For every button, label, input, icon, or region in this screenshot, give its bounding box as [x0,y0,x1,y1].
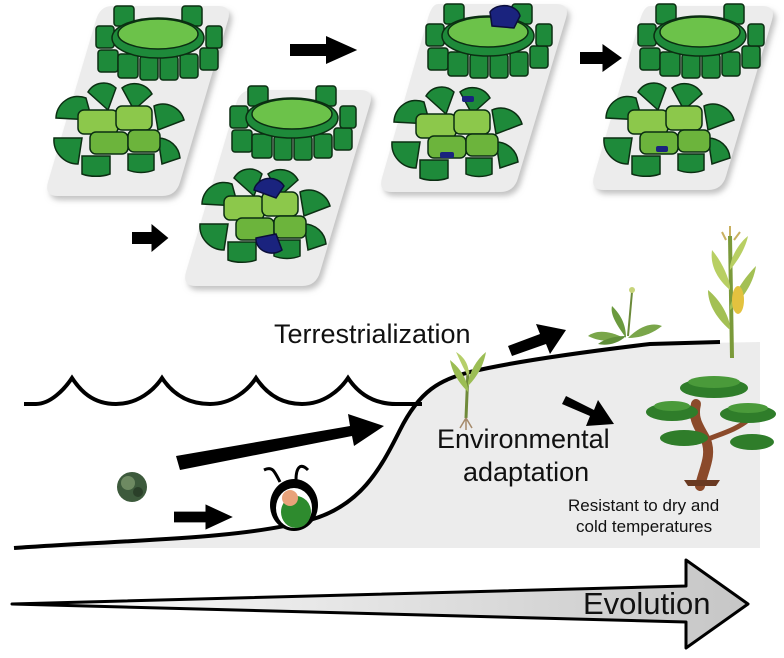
evolution-label: Evolution [583,586,711,621]
arrow-right-icon [580,44,622,72]
complex-panel-3 [381,3,567,192]
arrow-right-icon [174,504,233,530]
land-plant-icon [588,287,662,345]
environmental-adaptation-label-line1: Environmental [437,424,610,454]
arrow-right-icon [132,224,169,252]
terrestrialization-label: Terrestrialization [274,319,471,349]
arrow-right-icon [562,396,614,426]
arrow-right-icon [176,414,384,470]
evolution-arrow-icon [10,558,750,650]
complex-panel-1 [47,5,229,196]
resistant-label-line1: Resistant to dry and [568,496,720,515]
bonsai-tree-icon [646,376,776,491]
complex-panel-2 [185,85,371,286]
resistant-label-line2: cold temperatures [576,517,713,536]
environmental-adaptation-label-line2: adaptation [463,457,590,487]
complex-panel-4 [593,3,773,190]
corn-plant-icon [708,226,756,359]
land-area [13,340,760,550]
green-alga-icon [263,464,318,531]
arrow-right-icon [290,36,358,64]
arrow-right-icon [508,324,566,356]
water-surface [24,374,422,407]
algae-cell-icon [117,472,147,502]
seedling-icon [450,352,486,430]
